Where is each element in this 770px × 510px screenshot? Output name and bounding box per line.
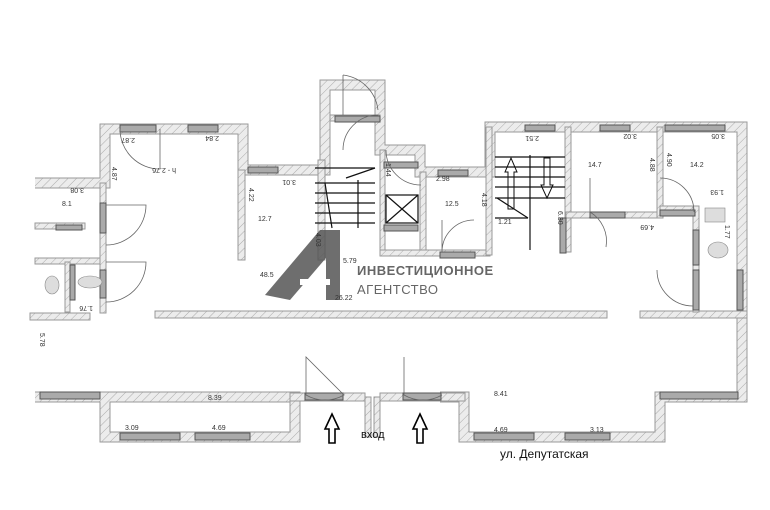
dimension: 6.30 xyxy=(556,211,563,225)
sanitary-fixtures xyxy=(44,207,729,295)
dimension: 4.87 xyxy=(110,167,117,181)
room-area: 14.2 xyxy=(690,162,704,169)
dimension: 4.03 xyxy=(314,233,321,247)
agency-logo: ИНВЕСТИЦИОННОЕ АГЕНТСТВО xyxy=(265,230,494,300)
logo-line2: АГЕНТСТВО xyxy=(357,282,438,297)
dimension: 3.09 xyxy=(125,425,139,432)
room-area: 8.41 xyxy=(494,391,508,398)
ceiling-height: h - 2.76 xyxy=(152,166,176,173)
room-area: 12.7 xyxy=(258,216,272,223)
entrance-label: вход xyxy=(361,429,385,441)
logo-line1: ИНВЕСТИЦИОННОЕ xyxy=(357,263,494,278)
staircase-right xyxy=(495,155,565,250)
dimension: 3.08 xyxy=(70,186,84,193)
dimension: 1.77 xyxy=(723,225,730,239)
dimension: 1.44 xyxy=(384,163,391,177)
dimension: 4.69 xyxy=(494,427,508,434)
dimension: 1.93 xyxy=(710,188,724,195)
dimension: 1.76 xyxy=(79,304,93,311)
dimension: 1.21 xyxy=(498,219,512,226)
dimension: 5.78 xyxy=(38,333,45,347)
dimension: 2.98 xyxy=(436,176,450,183)
lift-shaft xyxy=(385,194,419,224)
room-area: 12.5 xyxy=(445,201,459,208)
dimension: 2.84 xyxy=(205,134,219,141)
dimension: 4.90 xyxy=(665,153,672,167)
dimension: 4.88 xyxy=(648,158,655,172)
door-swings xyxy=(105,74,695,401)
dimension: 4.69 xyxy=(640,223,654,230)
staircase-left xyxy=(315,167,376,229)
street-label: ул. Депутатская xyxy=(500,447,589,461)
dimension: 3.01 xyxy=(282,178,296,185)
arrow-up-icon xyxy=(411,412,429,444)
dimension: 2.51 xyxy=(525,134,539,141)
dimension: 26.22 xyxy=(335,295,353,302)
dimension: 2.87 xyxy=(121,136,135,143)
room-area: 48.5 xyxy=(260,272,274,279)
room-area: 8.39 xyxy=(208,395,222,402)
entrance-arrows xyxy=(323,412,429,444)
dimension: 4.18 xyxy=(480,193,487,207)
dimension: 4.22 xyxy=(247,188,254,202)
windows xyxy=(39,115,744,441)
dimension: 4.69 xyxy=(212,425,226,432)
dimension: 3.13 xyxy=(590,427,604,434)
room-labels: 8.1 12.7 48.5 12.5 14.7 14.2 8.39 8.41 h… xyxy=(62,162,704,402)
arrow-up-icon xyxy=(323,412,341,444)
dimension: 3.02 xyxy=(623,132,637,139)
dimension: 5.79 xyxy=(343,258,357,265)
dimension-labels: 2.87 2.84 4.87 3.08 4.22 3.01 4.03 5.79 … xyxy=(38,132,730,434)
room-area: 8.1 xyxy=(62,201,72,208)
dimension: 3.05 xyxy=(711,132,725,139)
room-area: 14.7 xyxy=(588,162,602,169)
